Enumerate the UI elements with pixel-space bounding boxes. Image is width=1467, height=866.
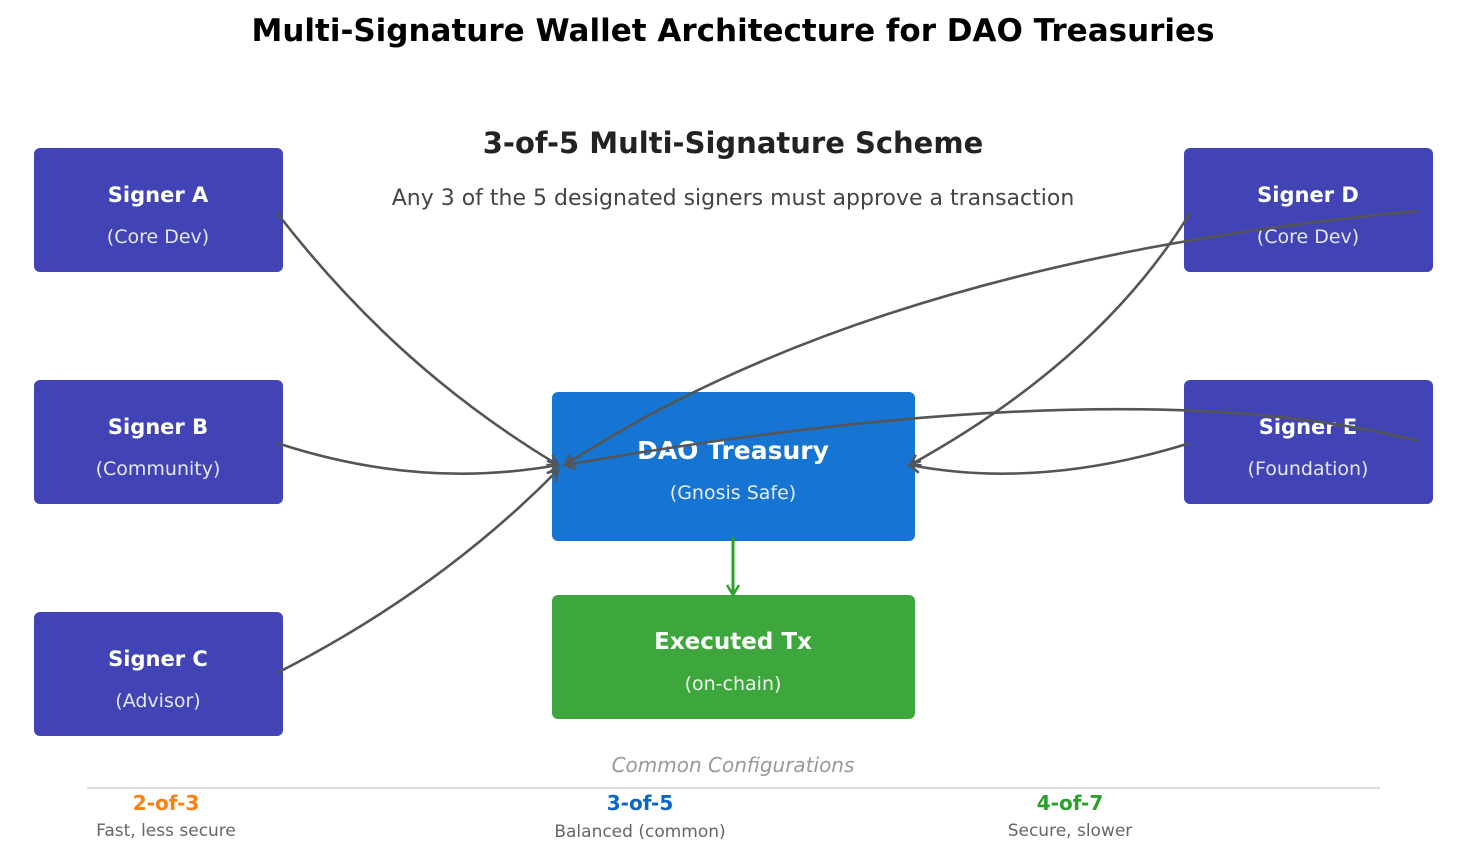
scheme-title: 3-of-5 Multi-Signature Scheme: [483, 126, 984, 160]
signer-name: Signer D: [1257, 183, 1359, 207]
signer-role: (Core Dev): [1257, 226, 1359, 248]
executed-sub: (on-chain): [685, 673, 782, 695]
edge-d-treasury-long: [565, 209, 1419, 465]
signer-a-node: Signer A (Core Dev): [34, 148, 283, 272]
config-label: 4-of-7: [1037, 791, 1104, 815]
config-desc: Fast, less secure: [96, 821, 236, 841]
treasury-node: DAO Treasury (Gnosis Safe): [552, 392, 915, 541]
edge-d-treasury: [910, 212, 1192, 465]
signer-d-node: Signer D (Core Dev): [1184, 148, 1433, 272]
signer-role: (Community): [96, 458, 221, 480]
signer-c-node: Signer C (Advisor): [34, 612, 283, 736]
signer-b-node: Signer B (Community): [34, 380, 283, 504]
edge-c-treasury: [276, 470, 558, 675]
config-label: 3-of-5: [607, 791, 674, 815]
signer-name: Signer A: [108, 183, 209, 207]
config-desc: Balanced (common): [554, 822, 725, 842]
signer-role: (Advisor): [115, 690, 200, 712]
config-desc: Secure, slower: [1008, 821, 1133, 841]
scheme-subtitle: Any 3 of the 5 designated signers must a…: [392, 186, 1075, 211]
executed-node: Executed Tx (on-chain): [552, 595, 915, 719]
signer-role: (Foundation): [1248, 458, 1369, 480]
config-label: 2-of-3: [133, 791, 200, 815]
edge-e-treasury: [910, 441, 1191, 475]
signer-name: Signer C: [108, 647, 208, 671]
executed-name: Executed Tx: [654, 629, 812, 655]
signer-role: (Core Dev): [107, 226, 209, 248]
signer-e-node: Signer E (Foundation): [1184, 380, 1433, 504]
edge-a-treasury: [275, 212, 558, 465]
signer-edges: [275, 209, 1419, 675]
configs-title: Common Configurations: [612, 753, 855, 777]
edge-e-treasury-long: [565, 407, 1419, 465]
signer-name: Signer E: [1259, 415, 1358, 439]
treasury-sub: (Gnosis Safe): [670, 482, 796, 504]
signer-name: Signer B: [108, 415, 208, 439]
edge-b-treasury: [276, 441, 558, 475]
treasury-name: DAO Treasury: [637, 436, 829, 465]
main-title: Multi-Signature Wallet Architecture for …: [251, 13, 1214, 49]
